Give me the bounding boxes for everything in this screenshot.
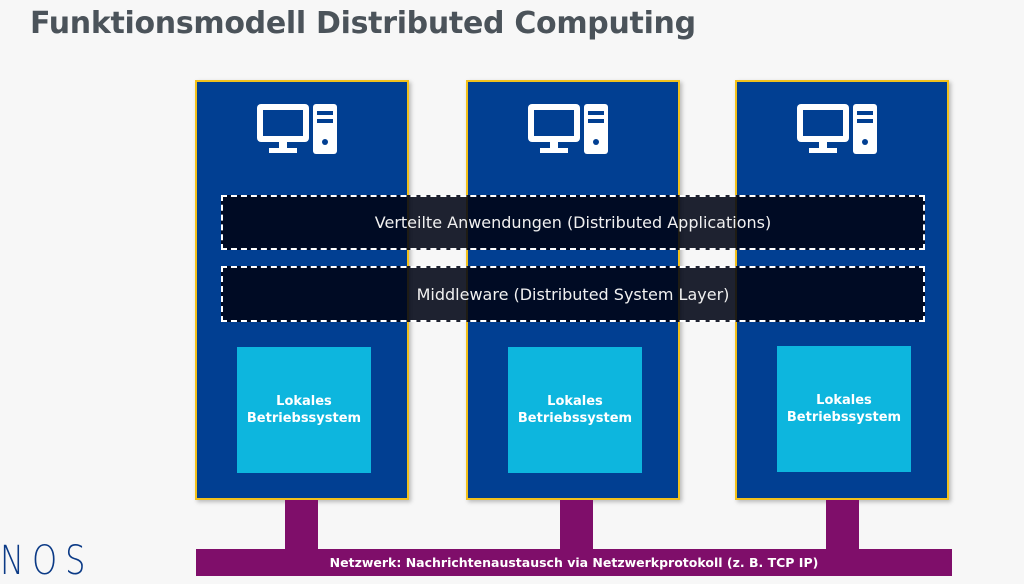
os-label-line1: Lokales bbox=[547, 394, 603, 409]
network-label: Netzwerk: Nachrichtenaustausch via Netzw… bbox=[329, 555, 819, 570]
distributed-applications-layer: Verteilte Anwendungen (Distributed Appli… bbox=[221, 195, 925, 250]
network-connector-2 bbox=[560, 500, 593, 550]
os-label-line2: Betriebssystem bbox=[246, 411, 362, 426]
os-label-line1: Lokales bbox=[276, 394, 332, 409]
layer-label: Verteilte Anwendungen (Distributed Appli… bbox=[374, 213, 772, 232]
computer-node-3: Lokales Betriebssystem bbox=[735, 80, 949, 500]
os-label-line2: Betriebssystem bbox=[786, 410, 902, 425]
desktop-computer-icon bbox=[257, 104, 337, 154]
os-label-line2: Betriebssystem bbox=[517, 411, 633, 426]
page-title: Funktionsmodell Distributed Computing bbox=[30, 6, 696, 41]
desktop-computer-icon bbox=[528, 104, 608, 154]
local-os-box: Lokales Betriebssystem bbox=[777, 346, 911, 472]
layer-label: Middleware (Distributed System Layer) bbox=[416, 284, 730, 304]
middleware-layer: Middleware (Distributed System Layer) bbox=[221, 266, 925, 322]
desktop-computer-icon bbox=[797, 104, 877, 154]
network-connector-3 bbox=[826, 500, 859, 550]
network-bar: Netzwerk: Nachrichtenaustausch via Netzw… bbox=[196, 549, 952, 576]
os-label-line1: Lokales bbox=[816, 393, 872, 408]
local-os-box: Lokales Betriebssystem bbox=[508, 347, 642, 473]
network-connector-1 bbox=[285, 500, 318, 550]
local-os-box: Lokales Betriebssystem bbox=[237, 347, 371, 473]
brand-logo: NOS bbox=[0, 538, 94, 584]
